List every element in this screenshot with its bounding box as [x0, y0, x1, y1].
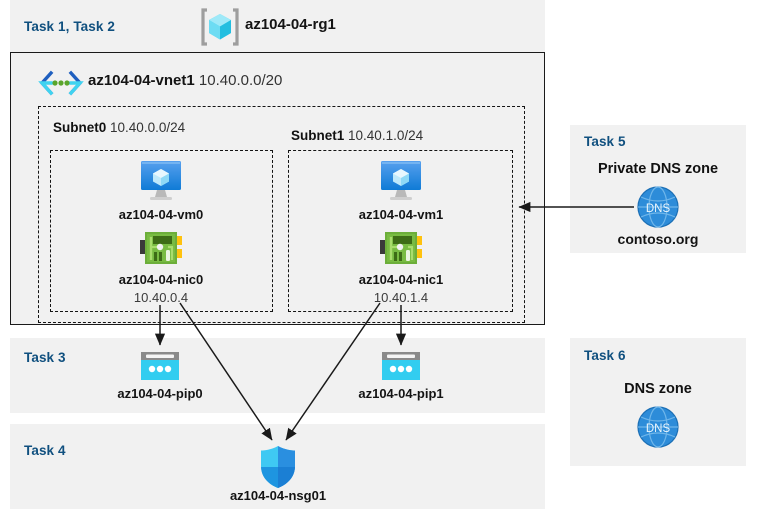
- vnet-address-space: 10.40.0.0/20: [198, 72, 283, 89]
- vnet-container: [10, 52, 545, 325]
- network-security-group-shield-icon: [258, 444, 298, 490]
- public-ip-address-icon: [139, 350, 181, 382]
- task3-panel: [10, 338, 545, 413]
- private-dns-zone-heading: Private DNS zone: [597, 161, 719, 177]
- subnet0-title: Subnet0 10.40.0.0/24: [53, 120, 185, 135]
- task-label-task3: Task 3: [24, 350, 66, 365]
- task-label-task4: Task 4: [24, 443, 66, 458]
- task-label-task5: Task 5: [584, 134, 626, 149]
- svg-text:DNS: DNS: [646, 423, 671, 435]
- virtual-network-icon: [38, 70, 84, 96]
- vnet-address-space-box: [38, 106, 525, 323]
- subnet0-name: Subnet0: [53, 120, 107, 135]
- dns-zone-heading: DNS zone: [624, 381, 692, 397]
- vnet-name: az104-04-vnet1 10.40.0.0/20: [88, 72, 282, 89]
- network-interface-icon: [380, 230, 422, 266]
- resource-group-cube-icon: [199, 6, 241, 48]
- nic1-name: az104-04-nic1: [358, 272, 444, 287]
- public-ip-address-icon: [380, 350, 422, 382]
- subnet0-prefix: 10.40.0.0/24: [110, 120, 186, 135]
- resource-group-name: az104-04-rg1: [245, 16, 336, 33]
- resource-group-band: [10, 0, 545, 53]
- subnet1-prefix: 10.40.1.0/24: [348, 128, 424, 143]
- vm0-name: az104-04-vm0: [118, 207, 204, 222]
- virtual-machine-icon: [376, 158, 426, 202]
- task-label-task1-task2: Task 1, Task 2: [24, 19, 115, 34]
- dns-globe-icon: DNS: [636, 405, 680, 449]
- pip0-name: az104-04-pip0: [117, 386, 203, 401]
- task-label-task6: Task 6: [584, 348, 626, 363]
- vnet-name-text: az104-04-vnet1: [88, 72, 195, 89]
- vm1-name: az104-04-vm1: [358, 207, 444, 222]
- nic1-ip: 10.40.1.4: [373, 290, 429, 305]
- nic0-ip: 10.40.0.4: [133, 290, 189, 305]
- svg-text:DNS: DNS: [646, 203, 671, 215]
- virtual-machine-icon: [136, 158, 186, 202]
- nsg-name: az104-04-nsg01: [229, 488, 327, 503]
- network-interface-icon: [140, 230, 182, 266]
- pip1-name: az104-04-pip1: [358, 386, 444, 401]
- nic0-name: az104-04-nic0: [118, 272, 204, 287]
- subnet1-name: Subnet1: [291, 128, 345, 143]
- subnet0-box: [50, 150, 273, 312]
- private-dns-zone-name: contoso.org: [617, 231, 699, 247]
- dns-globe-icon: DNS: [636, 185, 680, 229]
- subnet1-title: Subnet1 10.40.1.0/24: [291, 128, 423, 143]
